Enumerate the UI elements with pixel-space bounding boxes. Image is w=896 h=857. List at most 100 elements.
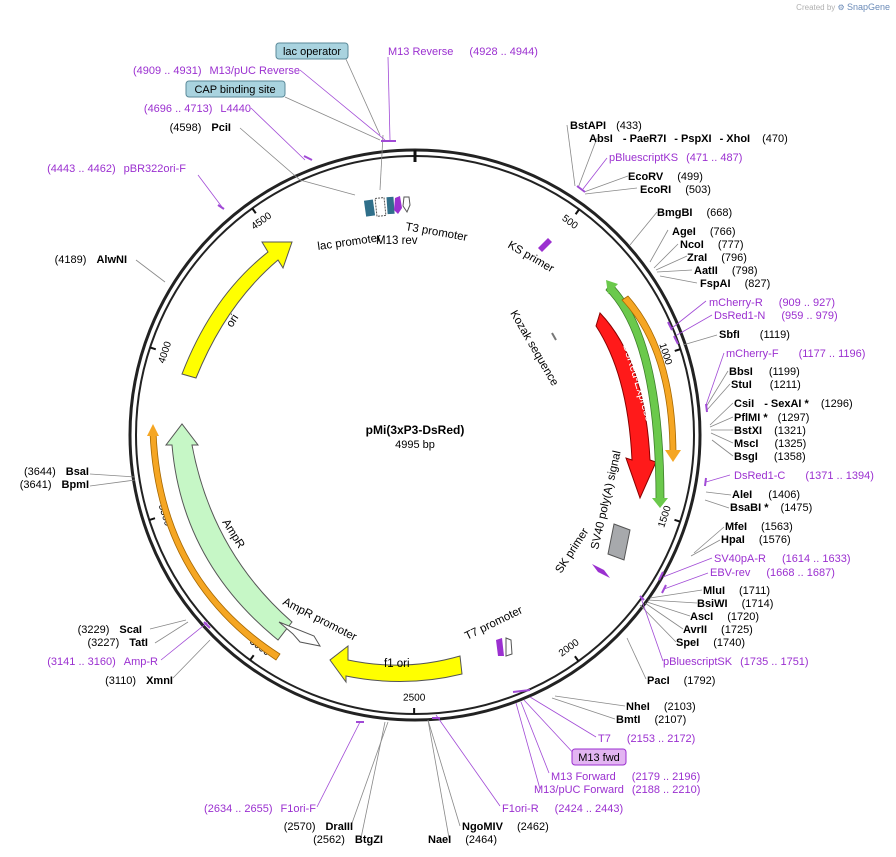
tick-mark — [149, 346, 157, 351]
primer-dsred1-n[interactable]: DsRed1-N(959 .. 979) — [714, 310, 838, 322]
enzyme-mfei[interactable]: MfeI(1563) — [725, 521, 793, 533]
primer-mcherry-r[interactable]: mCherry-R(909 .. 927) — [709, 297, 835, 309]
feature-f1-ori[interactable] — [329, 644, 463, 684]
feature-m13rev-arrow[interactable] — [394, 196, 402, 214]
lac-operator-label: lac operator — [283, 46, 341, 58]
primer-labels: M13 Reverse(4928 .. 4944) (4909 .. 4931)… — [47, 46, 874, 815]
primer-amp-r[interactable]: (3141 .. 3160)Amp-R — [47, 656, 158, 668]
primer-sv40pa-r[interactable]: SV40pA-R(1614 .. 1633) — [714, 553, 850, 565]
enzyme-paci[interactable]: PacI(1792) — [647, 675, 715, 687]
enzyme-bsabi[interactable]: BsaBI *(1475) — [730, 502, 812, 514]
enzyme-alei[interactable]: AleI(1406) — [732, 489, 800, 501]
tick-mark — [674, 518, 681, 523]
cap-binding-site-label: CAP binding site — [194, 84, 275, 96]
enzyme-agei[interactable]: AgeI(766) — [672, 226, 736, 238]
feature-kozak-mark[interactable] — [551, 332, 557, 341]
primer-f1ori-f[interactable]: (2634 .. 2655)F1ori-F — [204, 803, 316, 815]
tick-label: 4500 — [249, 210, 274, 232]
enzyme-ngomiv[interactable]: NgoMIV(2462) — [462, 821, 549, 833]
enzyme-stui[interactable]: StuI(1211) — [731, 379, 801, 391]
feature-orf-orange-left-head — [147, 424, 159, 436]
enzyme-msci[interactable]: MscI(1325) — [734, 438, 806, 450]
feature-lac-operator-block[interactable] — [374, 196, 387, 217]
primer-pbluescriptks[interactable]: pBluescriptKS(471 .. 487) — [609, 152, 742, 164]
feature-ampr[interactable] — [164, 423, 293, 641]
enzyme-absi-group[interactable]: AbsI- PaeR7I- PspXI- XhoI(470) — [589, 133, 788, 145]
feature-t7-promoter-arrow[interactable] — [496, 638, 504, 656]
primer-t7[interactable]: T7(2153 .. 2172) — [598, 733, 695, 745]
primer-m13puc-reverse[interactable]: (4909 .. 4931)M13/pUC Reverse — [133, 65, 300, 77]
enzyme-sbfi[interactable]: SbfI(1119) — [719, 329, 790, 341]
feature-label-ampr-promoter: AmpR promoter — [281, 596, 359, 644]
enzyme-scai[interactable]: (3229)ScaI — [78, 624, 142, 636]
feature-ampr-promoter[interactable] — [278, 621, 322, 647]
enzyme-nhei[interactable]: NheI(2103) — [626, 701, 696, 713]
feature-ks-primer-arrow[interactable] — [538, 238, 552, 252]
enzyme-alwni[interactable]: (4189)AlwNI — [55, 254, 127, 266]
primer-mcherry-f[interactable]: mCherry-F(1177 .. 1196) — [726, 348, 865, 360]
tick-marks: 50010001500200025003000350040004500 — [148, 207, 681, 715]
primer-dsred1-c[interactable]: DsRed1-C(1371 .. 1394) — [734, 470, 874, 482]
primer-pbr322ori-f[interactable]: (4443 .. 4462)pBR322ori-F — [47, 163, 186, 175]
primer-m13-forward[interactable]: M13 Forward(2179 .. 2196) — [551, 771, 700, 783]
primer-pbluescriptsk[interactable]: pBluescriptSK(1735 .. 1751) — [663, 656, 809, 668]
enzyme-pcii[interactable]: (4598)PciI — [170, 122, 231, 134]
feature-lac-promoter-block[interactable] — [363, 199, 376, 217]
enzyme-naei[interactable]: NaeI(2464) — [428, 834, 497, 846]
enzyme-tati[interactable]: (3227)TatI — [87, 637, 148, 649]
enzyme-bsai[interactable]: (3644)BsaI — [24, 466, 89, 478]
feature-label-f1-ori: f1 ori — [384, 658, 410, 670]
feature-label-sk-primer: SK primer — [553, 526, 591, 576]
enzyme-bsiwi[interactable]: BsiWI(1714) — [697, 598, 773, 610]
enzyme-zrai[interactable]: ZraI(796) — [687, 252, 747, 264]
enzyme-labels: BstAPI(433) AbsI- PaeR7I- PspXI- XhoI(47… — [20, 120, 853, 846]
primer-f1ori-r[interactable]: F1ori-R(2424 .. 2443) — [502, 803, 623, 815]
enzyme-bsgi[interactable]: BsgI(1358) — [734, 451, 806, 463]
enzyme-aatii[interactable]: AatII(798) — [694, 265, 758, 277]
m13-fwd-box[interactable]: M13 fwd — [571, 748, 627, 766]
enzyme-bstapi[interactable]: BstAPI(433) — [570, 120, 642, 132]
enzyme-asci[interactable]: AscI(1720) — [690, 611, 759, 623]
enzyme-ecorv[interactable]: EcoRV(499) — [628, 171, 703, 183]
cap-binding-site-box[interactable]: CAP binding site — [185, 80, 286, 98]
enzyme-pflmi[interactable]: PflMI *(1297) — [734, 412, 809, 424]
feature-m13rev-block[interactable] — [386, 196, 395, 215]
enzyme-ecori[interactable]: EcoRI(503) — [640, 184, 711, 196]
primer-m13-reverse[interactable]: M13 Reverse(4928 .. 4944) — [388, 46, 538, 58]
feature-orf-green-tail — [652, 498, 668, 508]
feature-sv40-polya[interactable] — [607, 523, 631, 561]
feature-dsred-express[interactable] — [595, 312, 657, 500]
primer-m13puc-forward[interactable]: M13/pUC Forward(2188 .. 2210) — [534, 784, 700, 796]
feature-sk-primer-arrow[interactable] — [592, 564, 610, 578]
brand-name: SnapGene — [846, 2, 890, 12]
enzyme-spei[interactable]: SpeI(1740) — [676, 637, 745, 649]
primer-site-marks — [203, 140, 708, 723]
enzyme-hpai[interactable]: HpaI(1576) — [721, 534, 791, 546]
enzyme-bbsi[interactable]: BbsI(1199) — [729, 366, 800, 378]
feature-t7-promoter-block[interactable] — [505, 637, 513, 657]
enzyme-bmgbi[interactable]: BmgBI(668) — [657, 207, 732, 219]
feature-orf-orange-left[interactable] — [149, 431, 281, 661]
enzyme-bpmi[interactable]: (3641)BpmI — [20, 479, 89, 491]
feature-orf-green-head — [606, 280, 618, 294]
enzyme-draiii[interactable]: (2570)DraIII — [284, 821, 353, 833]
feature-t3-promoter-arrow[interactable] — [402, 196, 411, 214]
enzyme-ncoi[interactable]: NcoI(777) — [680, 239, 744, 251]
primer-ebv-rev[interactable]: EBV-rev(1668 .. 1687) — [710, 567, 835, 579]
enzyme-btgzi[interactable]: (2562)BtgZI — [313, 834, 383, 846]
m13-fwd-label: M13 fwd — [578, 752, 620, 764]
enzyme-bmti[interactable]: BmtI(2107) — [616, 714, 686, 726]
lac-operator-box[interactable]: lac operator — [275, 42, 349, 60]
tick-mark — [148, 517, 156, 521]
enzyme-mlui[interactable]: MluI(1711) — [703, 585, 770, 597]
primer-l4440[interactable]: (4696 .. 4713)L4440 — [144, 103, 251, 115]
enzyme-xmni[interactable]: (3110)XmnI — [105, 675, 173, 687]
feature-label-kozak: Kozak sequence — [507, 309, 560, 389]
enzyme-bstxi[interactable]: BstXI(1321) — [734, 425, 806, 437]
enzyme-csii-group[interactable]: CsiI- SexAI *(1296) — [734, 398, 853, 410]
enzyme-fspai[interactable]: FspAI(827) — [700, 278, 770, 290]
feature-ori[interactable] — [181, 241, 293, 379]
tick-label: 4000 — [157, 340, 175, 365]
enzyme-avrii[interactable]: AvrII(1725) — [683, 624, 753, 636]
tick-mark — [574, 655, 580, 662]
